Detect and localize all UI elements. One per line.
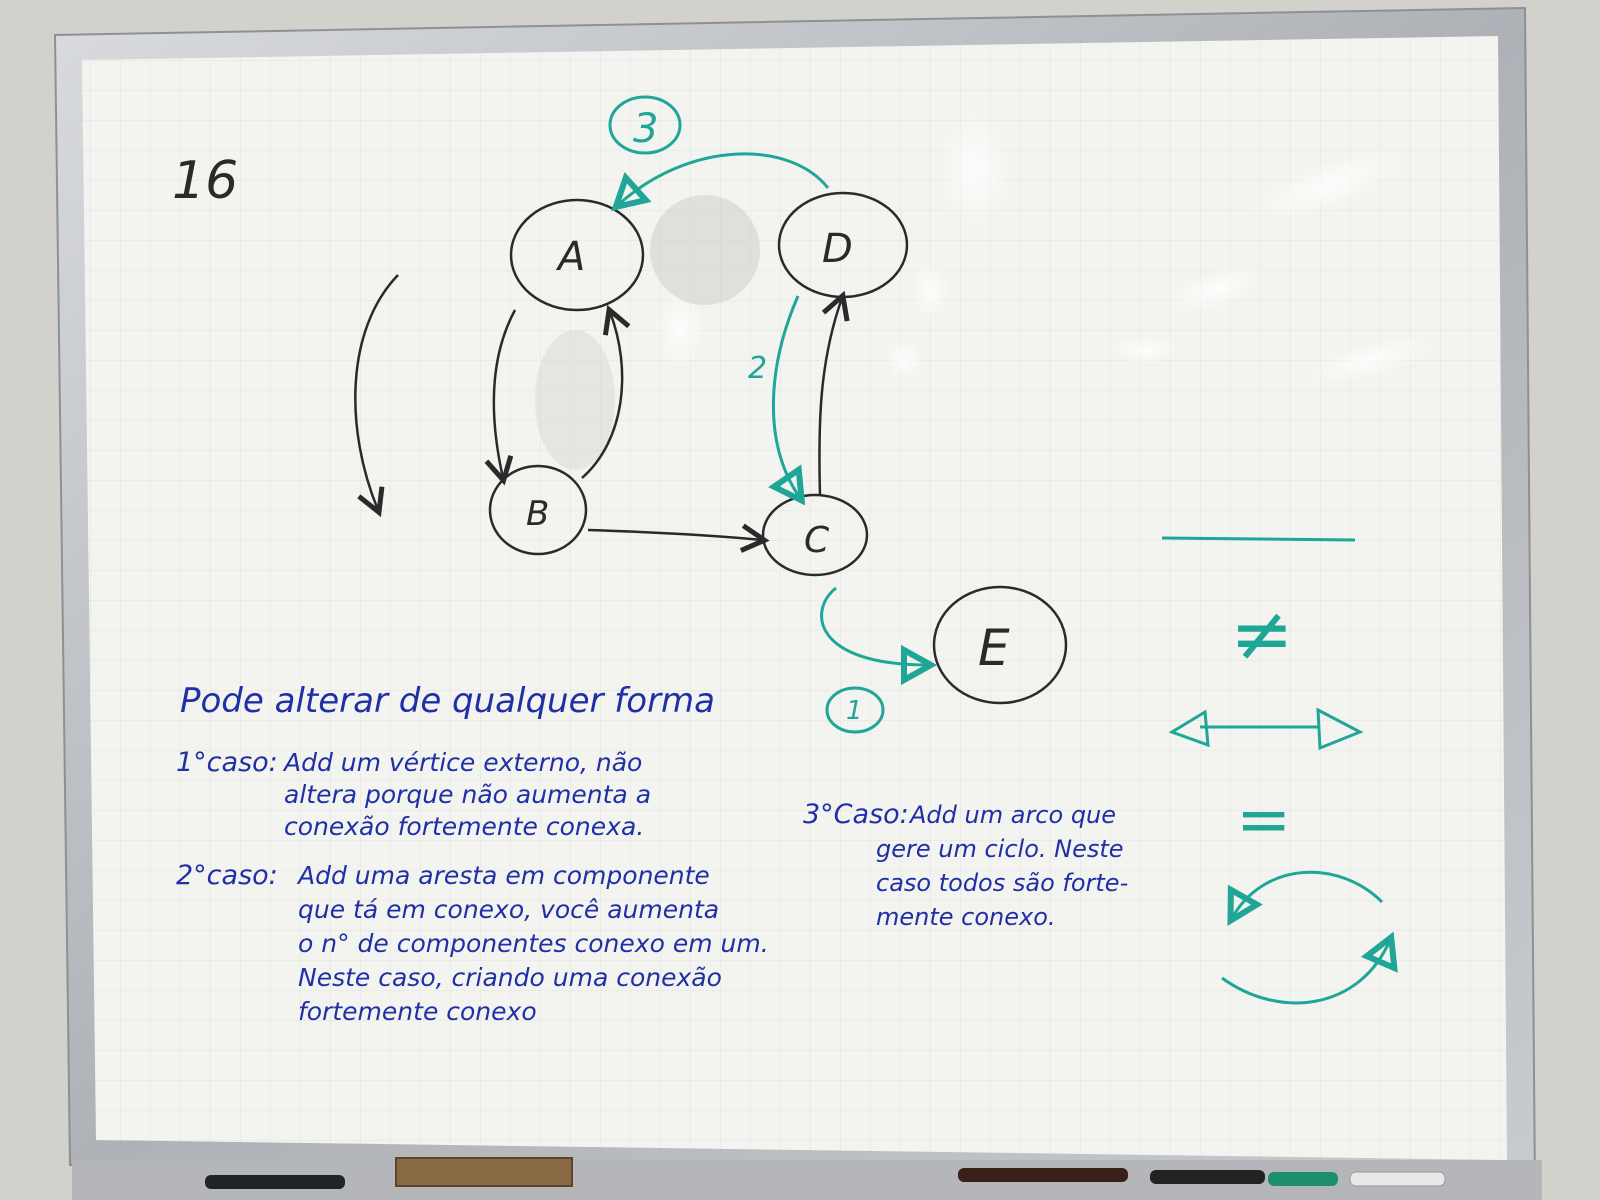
step-3-circle: [608, 95, 682, 155]
edge-b-to-a: [581, 304, 631, 479]
board-number: 16: [172, 151, 238, 211]
marker: [1150, 1170, 1265, 1184]
board-grid: [82, 36, 1507, 1160]
marker: [1268, 1172, 1338, 1186]
node-c-label: C: [804, 520, 830, 561]
erased-smudge: [535, 330, 615, 470]
case3-line: gere um ciclo. Neste: [876, 835, 1124, 863]
node-a-circle: [509, 198, 645, 312]
case2-line: fortemente conexo: [298, 997, 537, 1026]
cycle-top-arc: [1227, 870, 1384, 926]
notes: Pode alterar de qualquer forma 1°caso: A…: [176, 681, 1128, 1026]
case2-line: Add uma aresta em componente: [296, 861, 710, 890]
step-label-2: 2: [748, 351, 767, 386]
node-a-label: A: [555, 234, 585, 280]
case3-label: 3°Caso:: [803, 799, 909, 830]
teal-edge-d-to-a: [611, 152, 830, 212]
legend: [1161, 536, 1398, 1005]
double-arrow-left-head: [1168, 709, 1210, 748]
node-e-label: E: [978, 619, 1010, 677]
glare-reflections: [655, 110, 1438, 386]
case1-label: 1°caso:: [176, 747, 278, 778]
case2-label: 2°caso:: [176, 860, 278, 891]
cycle-bottom-arc: [1221, 931, 1398, 1005]
case2-line: Neste caso, criando uma conexão: [298, 963, 722, 992]
eraser: [395, 1157, 573, 1187]
added-edges: [608, 95, 938, 734]
edge-a-to-b: [484, 309, 517, 486]
case3-line: caso todos são forte-: [876, 869, 1128, 897]
node-d-label: D: [822, 226, 853, 272]
case3-line: Add um arco que: [908, 801, 1116, 829]
case3-line: mente conexo.: [876, 903, 1056, 931]
edge-c-to-d: [818, 290, 850, 496]
double-arrow-right-head: [1316, 707, 1364, 751]
edge-b-to-c: [587, 523, 770, 553]
equal-symbol: =: [1236, 781, 1291, 858]
step-1-circle: [825, 686, 885, 734]
step-label-3: 3: [633, 106, 658, 152]
case1-line: altera porque não aumenta a: [284, 780, 651, 809]
case1-line: Add um vértice externo, não: [282, 748, 642, 777]
teal-edge-c-to-e: [820, 586, 938, 686]
teal-edge-d-to-c: [768, 295, 806, 506]
node-b-label: B: [526, 494, 549, 534]
step-label-1: 1: [846, 696, 863, 726]
erased-smudge: [650, 195, 760, 305]
marker: [205, 1175, 345, 1189]
not-equal-symbol: ≠: [1230, 589, 1294, 678]
case1-line: conexão fortemente conexa.: [284, 812, 644, 841]
node-b-circle: [488, 464, 588, 556]
case2-line: o n° de componentes conexo em um.: [298, 929, 769, 958]
notes-heading: Pode alterar de qualquer forma: [180, 681, 715, 721]
marker: [958, 1168, 1128, 1182]
marker: [1349, 1171, 1446, 1187]
case2-line: que tá em conexo, você aumenta: [298, 895, 719, 924]
left-curve-arrow: [354, 274, 399, 518]
divider-line: [1161, 536, 1356, 542]
